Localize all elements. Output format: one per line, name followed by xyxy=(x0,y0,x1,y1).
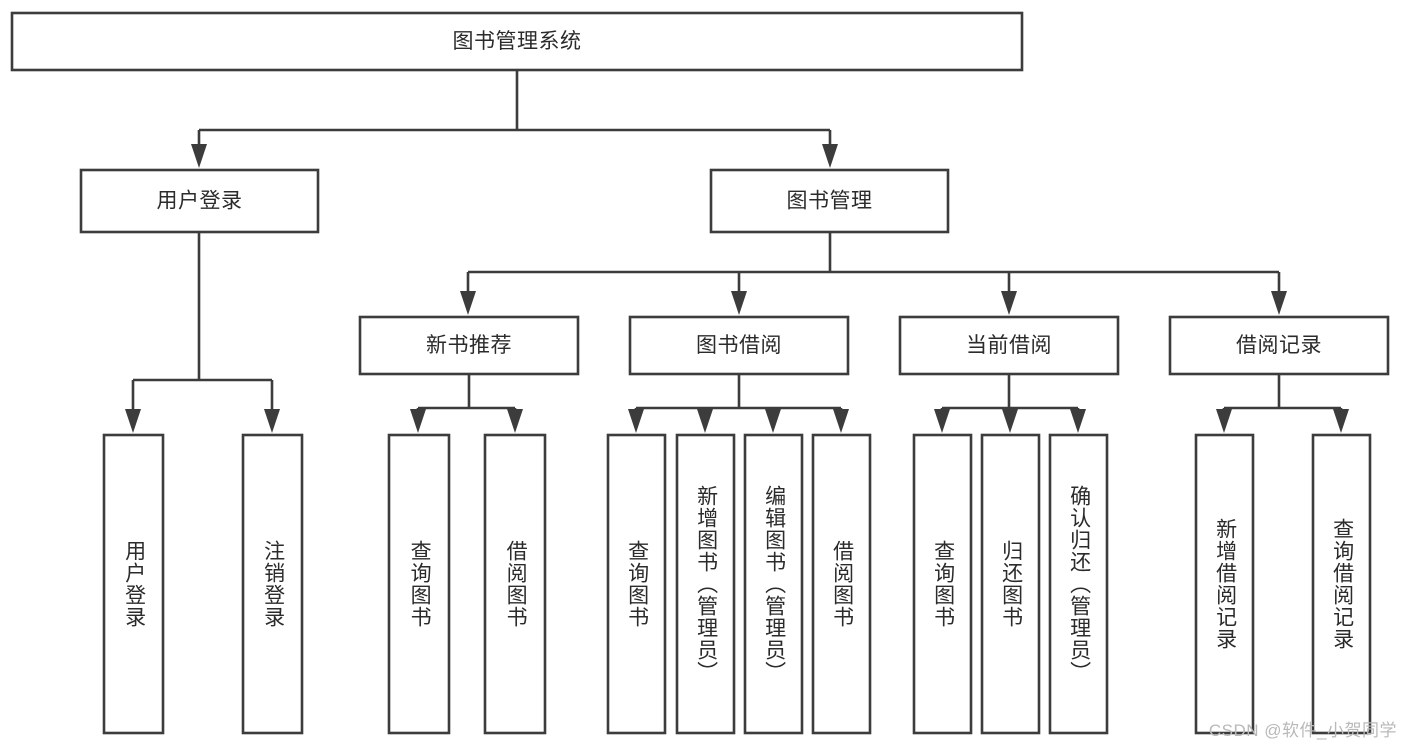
level3-node-box-新书推荐[interactable] xyxy=(358,315,580,376)
connector-group-图书管理系统 xyxy=(191,70,838,168)
arrow-head-icon xyxy=(1333,409,1349,433)
leaf-node-box-归还图书[interactable] xyxy=(980,433,1041,735)
root-node-label: 图书管理系统 xyxy=(453,30,582,53)
level2-node-box-图书管理[interactable] xyxy=(709,168,950,234)
leaf-node-box-编辑图书（管理员）[interactable] xyxy=(743,433,804,735)
connector-group-当前借阅 xyxy=(934,374,1086,433)
leaf-node-box-用户登录[interactable] xyxy=(102,433,165,735)
level3-node-label: 图书借阅 xyxy=(696,334,782,357)
level2-node-label: 图书管理 xyxy=(787,190,873,213)
connector-layer xyxy=(125,70,1349,433)
connector-group-图书管理 xyxy=(460,232,1287,315)
arrow-head-icon xyxy=(934,409,950,433)
node-box-layer xyxy=(10,11,1390,735)
level3-node-label: 当前借阅 xyxy=(966,334,1052,357)
level3-node-box-借阅记录[interactable] xyxy=(1168,315,1390,376)
level2-node-box-用户登录[interactable] xyxy=(79,168,320,234)
arrow-head-icon xyxy=(822,144,838,168)
arrow-head-icon xyxy=(264,409,280,433)
connector-group-图书借阅 xyxy=(628,374,849,433)
leaf-node-box-新增图书（管理员）[interactable] xyxy=(675,433,736,735)
arrow-head-icon xyxy=(731,291,747,315)
root-node-box-图书管理系统[interactable] xyxy=(10,11,1024,72)
arrow-head-icon xyxy=(1001,291,1017,315)
arrow-head-icon xyxy=(1271,291,1287,315)
leaf-node-box-借阅图书[interactable] xyxy=(483,433,547,735)
arrow-head-icon xyxy=(697,409,713,433)
arrow-head-icon xyxy=(1070,409,1086,433)
level2-node-label: 用户登录 xyxy=(157,190,243,213)
leaf-node-box-新增借阅记录[interactable] xyxy=(1194,433,1255,735)
arrow-head-icon xyxy=(1002,409,1018,433)
leaf-node-box-确认归还（管理员）[interactable] xyxy=(1048,433,1109,735)
leaf-node-box-注销登录[interactable] xyxy=(241,433,304,735)
arrow-head-icon xyxy=(191,144,207,168)
leaf-node-box-查询图书[interactable] xyxy=(912,433,973,735)
leaf-node-box-查询图书[interactable] xyxy=(387,433,451,735)
leaf-node-box-借阅图书[interactable] xyxy=(811,433,872,735)
arrow-head-icon xyxy=(765,409,781,433)
leaf-node-box-查询借阅记录[interactable] xyxy=(1311,433,1372,735)
arrow-head-icon xyxy=(1216,409,1232,433)
arrow-head-icon xyxy=(460,291,476,315)
level3-node-label: 新书推荐 xyxy=(426,334,512,357)
level3-node-box-当前借阅[interactable] xyxy=(898,315,1120,376)
connector-group-用户登录 xyxy=(125,232,280,433)
level3-node-label: 借阅记录 xyxy=(1236,334,1322,357)
watermark-text: CSDN @软件_小贺同学 xyxy=(1208,721,1397,740)
arrow-head-icon xyxy=(410,409,426,433)
arrow-head-icon xyxy=(507,409,523,433)
connector-group-借阅记录 xyxy=(1216,374,1349,433)
arrow-head-icon xyxy=(833,409,849,433)
leaf-node-box-查询图书[interactable] xyxy=(606,433,667,735)
arrow-head-icon xyxy=(628,409,644,433)
arrow-head-icon xyxy=(125,409,141,433)
connector-group-新书推荐 xyxy=(410,374,523,433)
level3-node-box-图书借阅[interactable] xyxy=(628,315,850,376)
